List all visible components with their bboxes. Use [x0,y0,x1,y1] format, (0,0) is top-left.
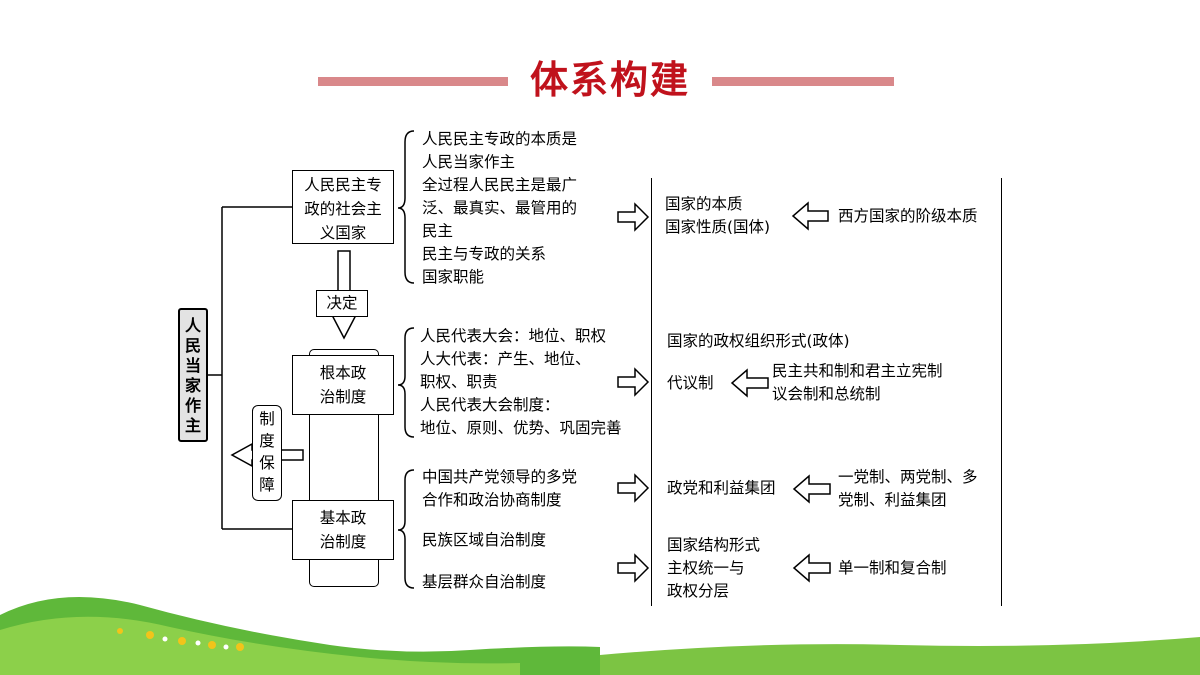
title-bar-right [712,77,894,86]
page-title: 体系构建 [529,58,690,102]
title-bar-left [318,77,508,86]
root-node: 人民当 家作主 [178,308,208,442]
guarantee-node: 制度 保障 [252,405,282,501]
comparison-mid-1: 国家的本质国家性质(国体) [665,195,771,236]
comparison-mid-4: 国家结构形式主权统一与 政权分层 [667,536,761,600]
fundamental-system-node: 根本政 治制度 [292,355,394,415]
separator-left [651,178,652,606]
dictatorship-details: 人民民主专政的本质是人民当家作主 全过程人民民主是最广泛、最真实、最管用的 民主… [422,130,578,286]
comparison-mid-3: 政党和利益集团 [667,479,776,497]
comparison-right-2: 民主共和制和君主立宪制议会制和总统制 [772,362,943,403]
dictatorship-node: 人民民主专 政的社会主 义国家 [292,170,394,244]
separator-right [1001,178,1002,606]
comparison-right-1: 西方国家的阶级本质 [838,207,978,225]
comparison-right-3: 一党制、两党制、多党制、利益集团 [838,468,978,509]
comparison-mid-2-title: 国家的政权组织形式(政体) [667,332,850,350]
grass-hills-decoration [0,597,1200,675]
comparison-mid-2: 代议制 [667,374,714,392]
fundamental-details: 人民代表大会：地位、职权人大代表：产生、地位、 职权、职责人民代表大会制度： 地… [420,327,622,437]
basic-system-node: 基本政 治制度 [292,500,394,560]
comparison-right-4: 单一制和复合制 [838,559,947,577]
decides-label: 决定 [316,290,368,317]
basic-details-grassroots: 基层群众自治制度 [422,573,547,591]
basic-details-ethnic: 民族区域自治制度 [422,531,547,549]
basic-details-party: 中国共产党领导的多党合作和政治协商制度 [422,468,578,509]
